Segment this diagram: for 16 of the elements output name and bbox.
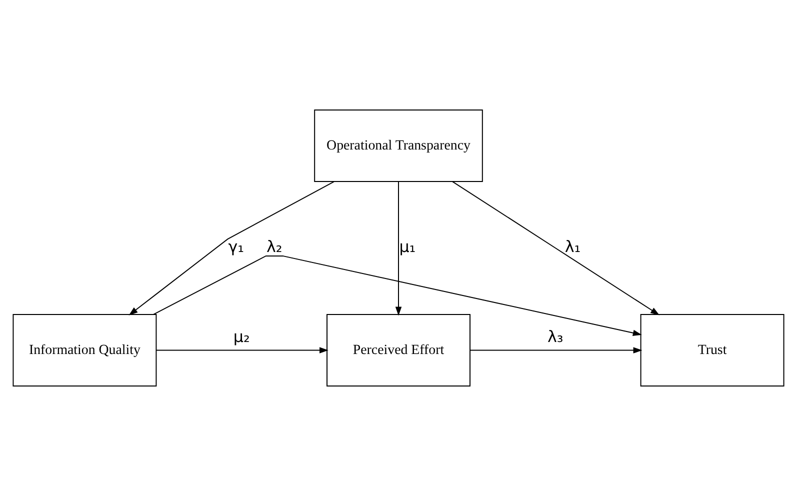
edge-label: μ₁ [399,236,416,256]
node-box: Perceived Effort [326,314,470,387]
arrow [452,181,660,316]
arrow [395,181,402,316]
edge-label: μ₂ [233,327,250,346]
edge-label: λ₂ [266,236,282,256]
arrow [152,255,642,336]
node-box: Trust [640,314,784,387]
edge-label: λ₁ [564,236,581,256]
node-box: Operational Transparency [314,109,483,182]
arrow [470,347,642,354]
edge-label: γ₁ [228,236,244,256]
edge-label: λ₃ [548,327,564,346]
node-box: Information Quality [12,314,157,387]
arrow [156,347,328,354]
arrow [128,181,334,316]
